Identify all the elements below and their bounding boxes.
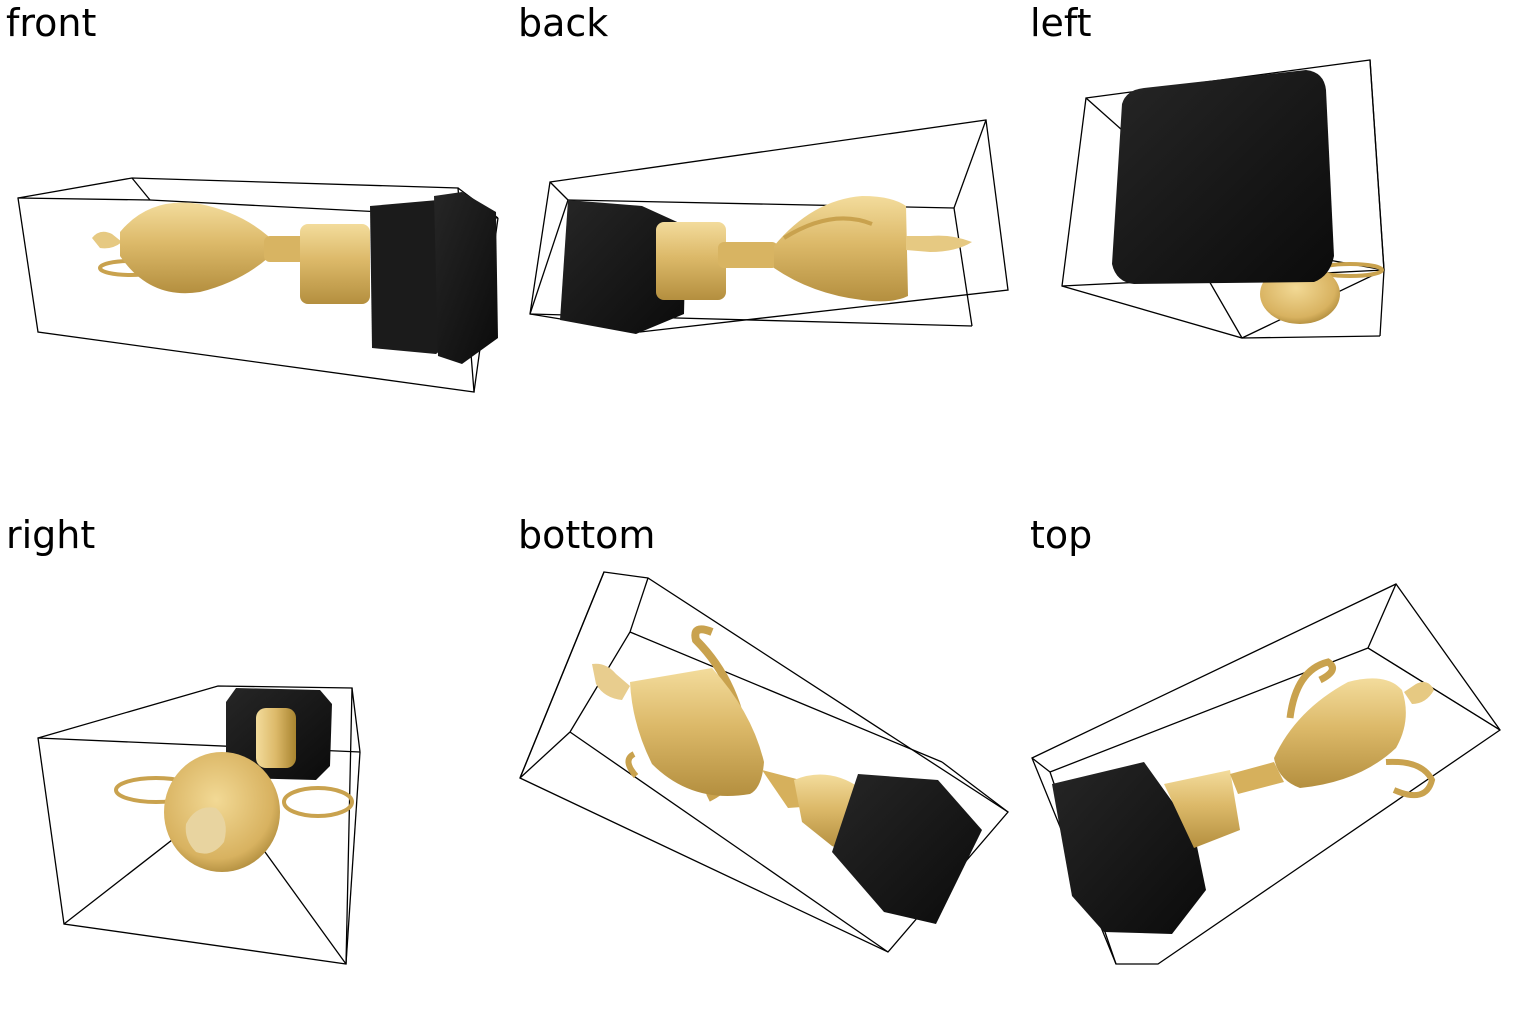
- render-top: [1031, 583, 1501, 965]
- render-back: [529, 119, 1009, 334]
- trophy-front: [92, 192, 498, 364]
- view-back: back: [512, 0, 1024, 512]
- view-label-right: right: [6, 513, 96, 557]
- render-bottom: [519, 571, 1009, 953]
- view-top: top: [1024, 512, 1536, 1024]
- trophy-left: [1112, 70, 1384, 324]
- trophy-back: [560, 196, 972, 334]
- view-label-top: top: [1030, 513, 1093, 557]
- view-label-front: front: [6, 1, 97, 45]
- view-front: front: [0, 0, 512, 512]
- view-bottom: bottom: [512, 512, 1024, 1024]
- trophy-right: [114, 688, 354, 872]
- trophy-top: [1052, 658, 1436, 934]
- render-left: [1061, 59, 1385, 339]
- render-front: [17, 177, 499, 393]
- view-label-bottom: bottom: [518, 513, 656, 557]
- view-label-left: left: [1030, 1, 1092, 45]
- view-right: right: [0, 512, 512, 1024]
- trophy-bottom: [592, 625, 982, 924]
- view-label-back: back: [518, 1, 609, 45]
- view-left: left: [1024, 0, 1536, 512]
- render-right: [37, 685, 361, 965]
